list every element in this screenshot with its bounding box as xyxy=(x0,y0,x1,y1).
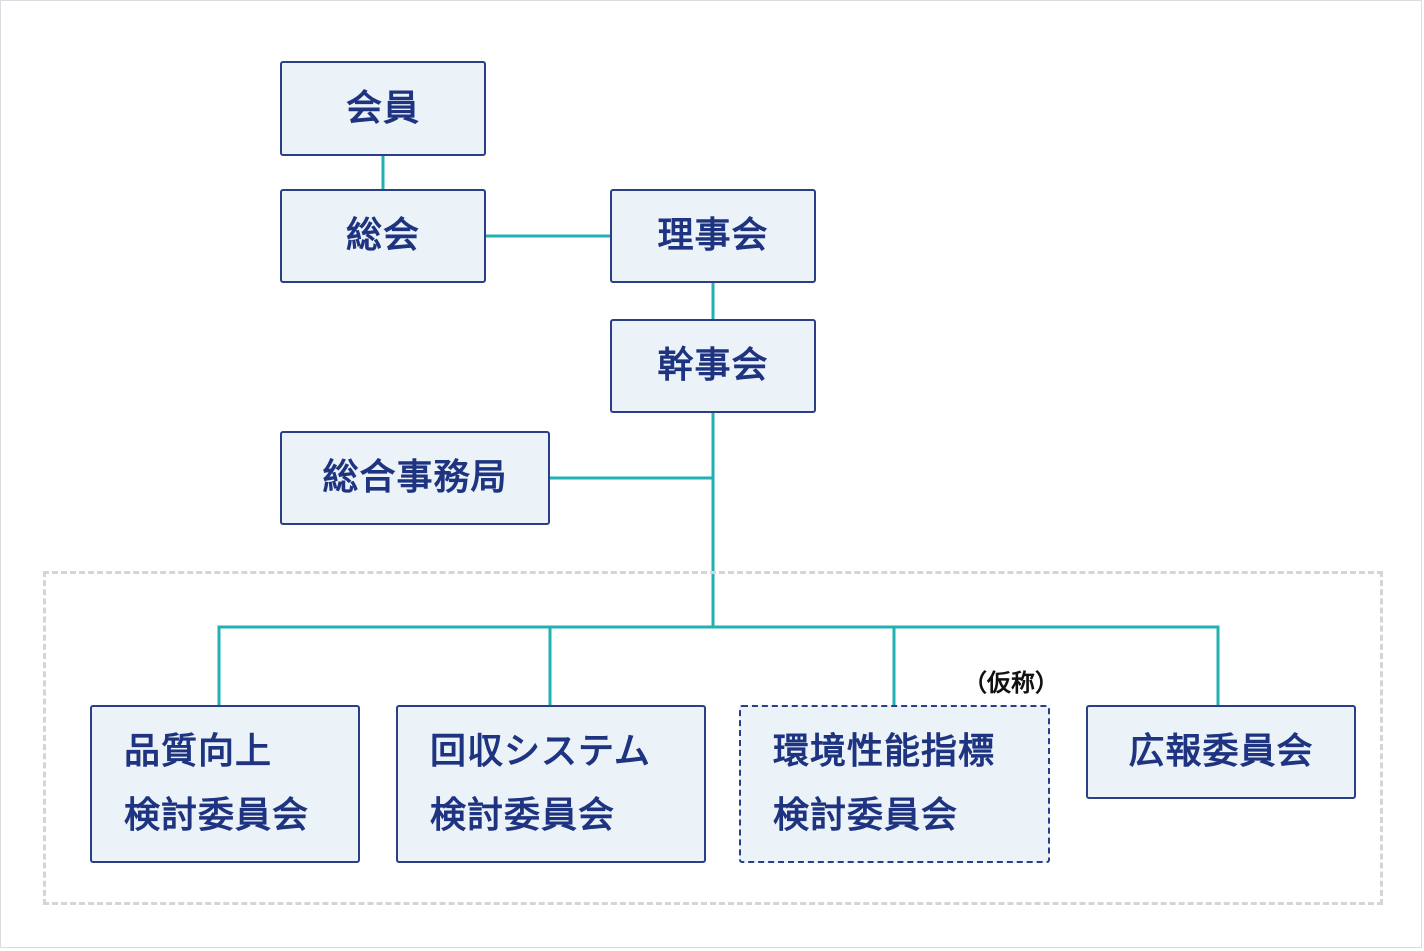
node-environmental-committee: 環境性能指標 検討委員会 xyxy=(739,705,1050,863)
node-secretariat-label: 総合事務局 xyxy=(322,457,508,498)
node-executive-label: 幹事会 xyxy=(657,345,769,386)
node-environmental-line-1: 環境性能指標 xyxy=(773,731,996,772)
node-general-secretariat: 総合事務局 xyxy=(280,431,550,525)
node-pr-committee: 広報委員会 xyxy=(1086,705,1356,799)
node-general-assembly: 総会 xyxy=(280,189,486,283)
committees-group-boundary xyxy=(43,571,1383,905)
node-general-assembly-label: 総会 xyxy=(345,215,420,256)
provisional-name-note: （仮称） xyxy=(963,669,1059,697)
node-board-label: 理事会 xyxy=(657,215,769,256)
node-collection-line-2: 検討委員会 xyxy=(430,795,616,836)
node-collection-system-committee: 回収システム 検討委員会 xyxy=(396,705,706,863)
node-members-label: 会員 xyxy=(345,87,420,129)
node-environmental-line-2: 検討委員会 xyxy=(773,795,959,836)
node-board-of-directors: 理事会 xyxy=(610,189,816,283)
node-quality-line-1: 品質向上 xyxy=(124,731,273,772)
node-quality-committee: 品質向上 検討委員会 xyxy=(90,705,360,863)
node-quality-line-2: 検討委員会 xyxy=(124,795,310,836)
node-executive-committee: 幹事会 xyxy=(610,319,816,413)
node-pr-label: 広報委員会 xyxy=(1128,731,1314,772)
node-members: 会員 xyxy=(280,61,486,156)
node-collection-line-1: 回収システム xyxy=(430,731,651,772)
